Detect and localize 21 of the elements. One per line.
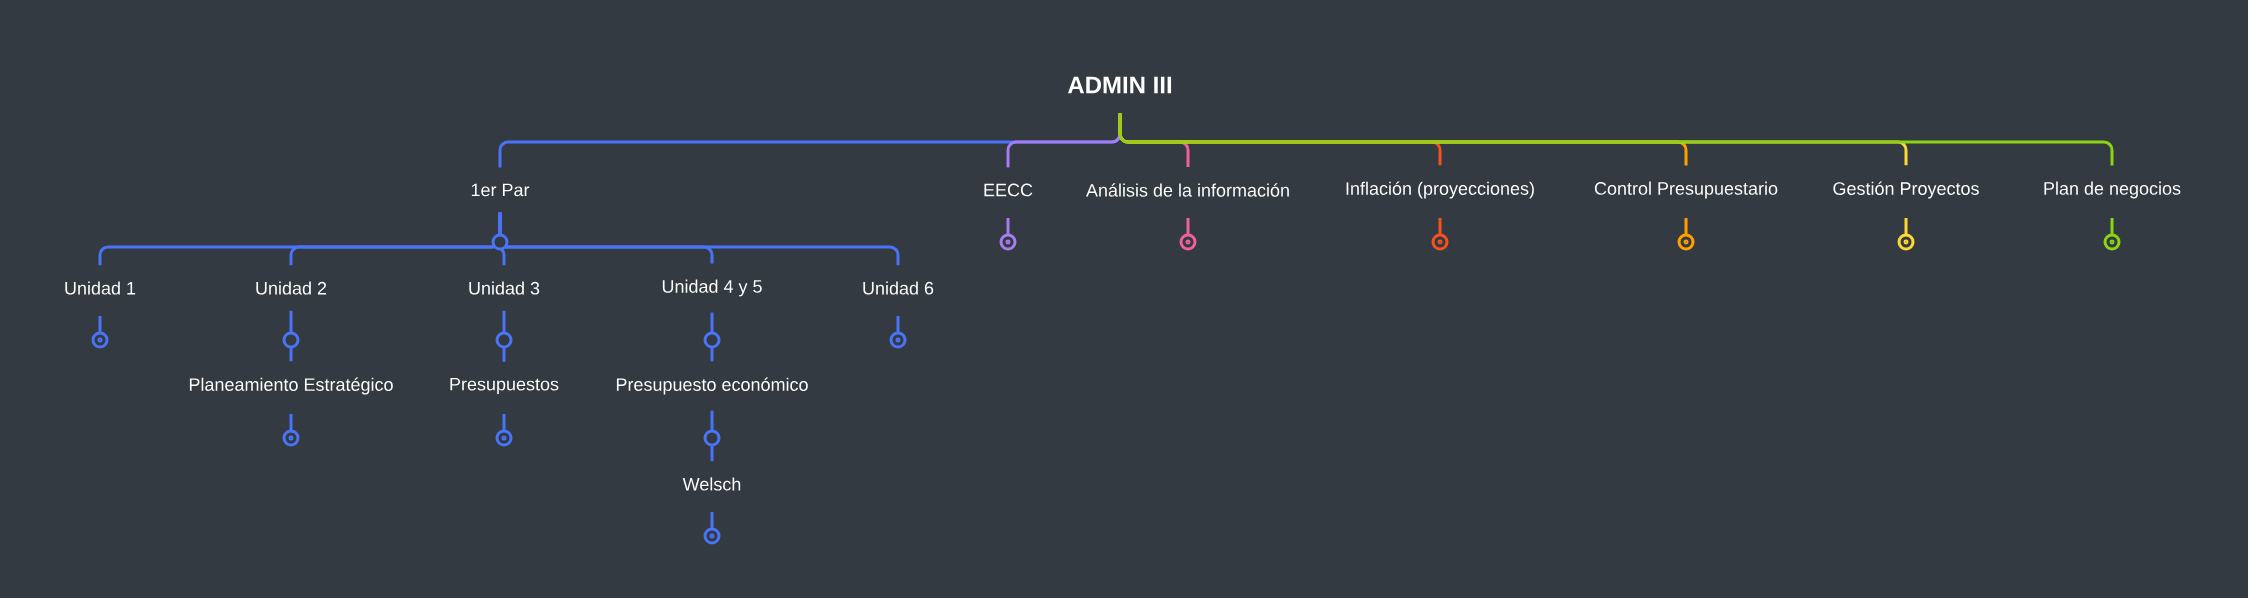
branch-line	[710, 312, 714, 362]
topic-label: Unidad 6	[863, 281, 934, 295]
topic-label: 1er Par	[471, 183, 530, 197]
topic-label: Control Presupuestario	[1594, 181, 1778, 199]
branch-line	[502, 310, 506, 362]
topic-label: Gestión Proyectos	[1833, 181, 1979, 199]
topic-label: Plan de negocios	[2044, 181, 2181, 199]
topic-label: EECC	[984, 183, 1033, 197]
topic-label: Unidad 3	[469, 281, 540, 295]
topic-label: Unidad 2	[256, 281, 327, 295]
topic-label: Presupuestos	[450, 377, 559, 395]
root-topic-label: ADMIN III	[1067, 76, 1172, 94]
topic-label: Presupuesto económico	[616, 377, 808, 395]
topic-label: Planeamiento Estratégico	[189, 377, 393, 395]
topic-label: Welsch	[682, 477, 741, 491]
topic-label: Unidad 1	[65, 281, 136, 295]
topic-label: Análisis de la información	[1086, 183, 1289, 197]
topic-label: Unidad 4 y 5	[662, 279, 762, 297]
topic-label: Inflación (proyecciones)	[1346, 181, 1534, 199]
branch-line	[710, 410, 714, 462]
branch-line	[289, 310, 293, 362]
